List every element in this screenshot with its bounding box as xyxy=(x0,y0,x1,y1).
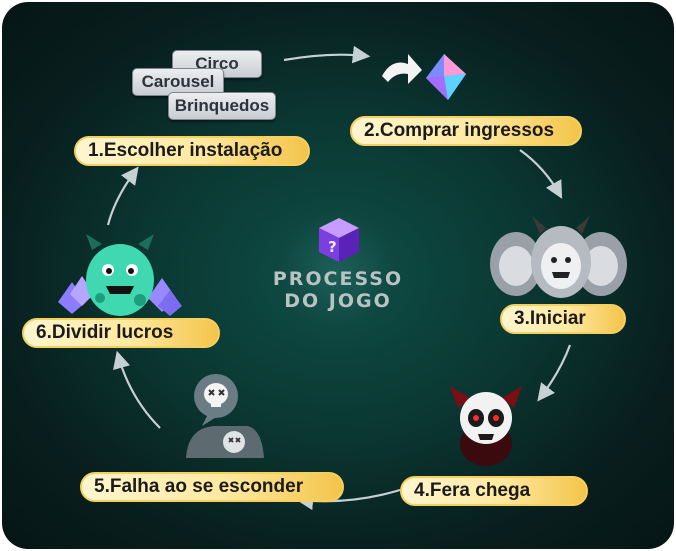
monster-with-gems-icon xyxy=(58,234,182,316)
mystery-box-icon: ? xyxy=(319,218,359,262)
step-1-choose-facility: 1.Escolher instalação xyxy=(74,136,310,166)
defeated-player-icon xyxy=(186,374,264,458)
step-6-split-profits: 6.Dividir lucros xyxy=(22,318,220,348)
step-5-fail-to-hide: 5.Falha ao se esconder xyxy=(80,472,344,502)
step-4-beast-arrives: 4.Fera chega xyxy=(400,476,588,506)
ticket-crystal-icon xyxy=(382,54,466,100)
facility-tag-carousel: Carousel xyxy=(132,68,224,96)
step-2-buy-tickets: 2.Comprar ingressos xyxy=(350,116,582,146)
yeti-group-icon xyxy=(490,216,627,298)
facility-tag-brinquedos: Brinquedos xyxy=(168,92,276,120)
center-title: PROCESSO DO JOGO xyxy=(272,268,404,312)
step-3-start: 3.Iniciar xyxy=(500,304,626,334)
svg-text:?: ? xyxy=(328,238,337,256)
skull-beast-icon xyxy=(450,386,522,466)
